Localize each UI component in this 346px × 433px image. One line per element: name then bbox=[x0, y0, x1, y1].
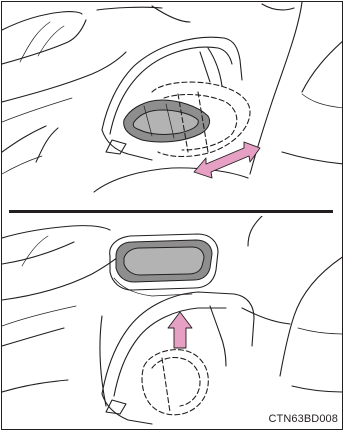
cup-holder-original-position bbox=[152, 357, 200, 406]
seat-outline bbox=[97, 7, 162, 10]
seat-outline bbox=[2, 52, 126, 102]
seat-outline bbox=[2, 226, 110, 238]
seat-outline bbox=[292, 386, 343, 392]
panel-slide-cup-holder bbox=[2, 2, 343, 208]
armrest-opening bbox=[210, 306, 226, 366]
armrest-opening bbox=[200, 52, 210, 82]
armrest-latch bbox=[106, 400, 126, 414]
seat-outline bbox=[2, 380, 68, 392]
panel-remove-cup-holder bbox=[2, 216, 343, 430]
remove-arrow-icon bbox=[168, 312, 192, 348]
seat-outline bbox=[2, 12, 82, 30]
cup-holder-original-position bbox=[162, 358, 170, 412]
seat-outline bbox=[262, 4, 294, 10]
armrest-opening bbox=[208, 48, 222, 86]
seat-outline bbox=[302, 40, 343, 92]
cup-holder-original-position bbox=[142, 350, 208, 415]
seat-outline bbox=[2, 250, 126, 300]
seat-seam bbox=[2, 306, 76, 326]
seat-outline bbox=[248, 216, 262, 246]
seat-seam bbox=[2, 98, 72, 122]
seat-seam bbox=[2, 156, 42, 174]
armrest-front bbox=[102, 394, 152, 424]
seat-outline bbox=[100, 316, 106, 406]
seat-outline bbox=[2, 242, 74, 264]
seat-outline bbox=[282, 152, 343, 164]
removed-cup-holder-well bbox=[124, 247, 204, 275]
seat-outline bbox=[242, 308, 290, 324]
seat-outline bbox=[280, 256, 343, 376]
slide-illustration bbox=[2, 2, 343, 208]
floor-line bbox=[94, 168, 248, 192]
seat-seam bbox=[302, 94, 343, 108]
figure-frame: CTN63BD008 bbox=[1, 1, 343, 430]
panel-divider bbox=[9, 210, 333, 213]
seat-outline bbox=[152, 6, 190, 22]
seat-outline bbox=[2, 328, 64, 346]
armrest-inner bbox=[114, 308, 226, 396]
seat-seam bbox=[22, 236, 48, 266]
remove-illustration bbox=[2, 216, 343, 430]
figure-code: CTN63BD008 bbox=[269, 414, 338, 425]
seat-seam bbox=[20, 22, 50, 62]
seat-outline bbox=[2, 126, 46, 152]
seat-seam bbox=[298, 328, 343, 334]
